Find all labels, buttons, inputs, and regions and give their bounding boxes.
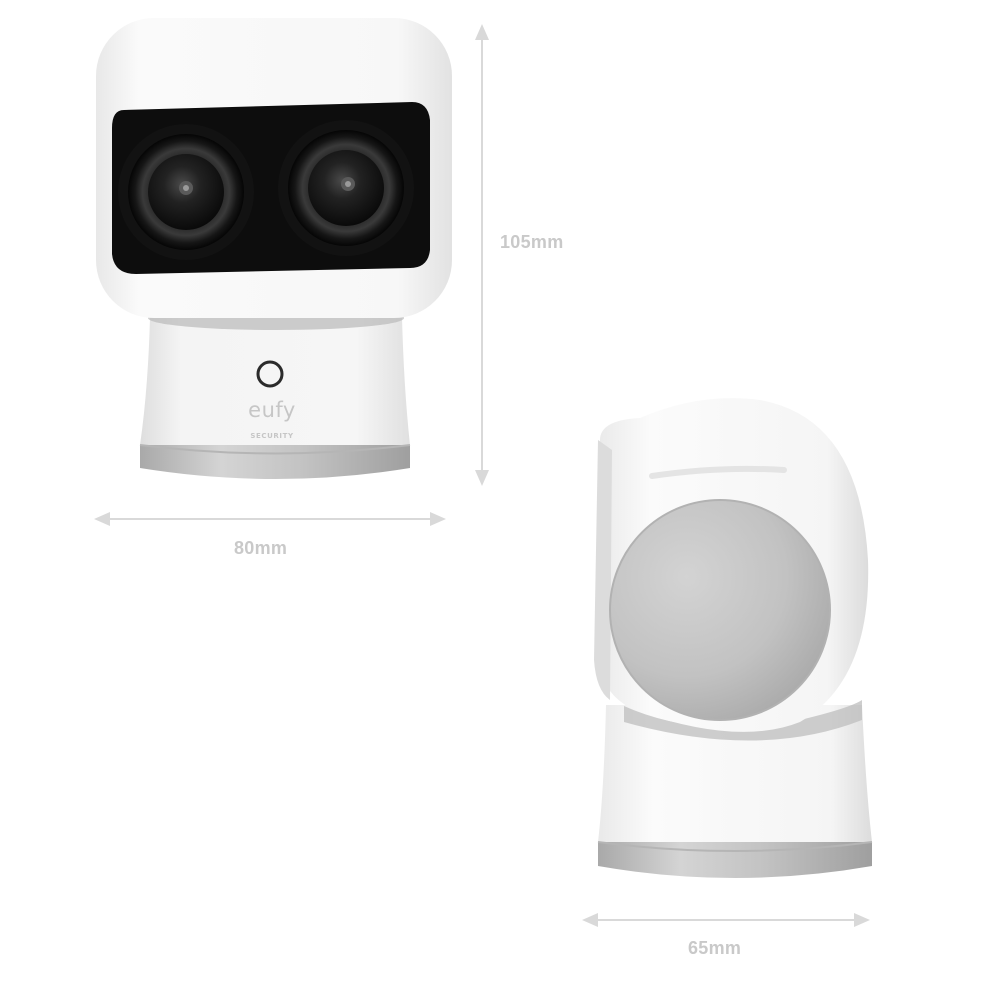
- brand-logo-subtitle: SECURITY: [250, 432, 294, 440]
- front-silver-base: [140, 445, 410, 479]
- side-width-dimension-arrow: [582, 913, 870, 927]
- height-dimension-label: 105mm: [500, 232, 564, 252]
- side-silver-disc: [610, 500, 830, 720]
- front-base-body: [140, 309, 410, 445]
- side-base-body: [598, 705, 872, 842]
- height-dimension-arrow: [475, 24, 489, 486]
- brand-logo: eufy: [248, 398, 296, 422]
- front-width-dimension-label: 80mm: [234, 538, 288, 558]
- side-silver-base: [598, 842, 872, 878]
- front-width-dimension-arrow: [94, 512, 446, 526]
- power-ring-icon: [256, 360, 284, 388]
- side-width-dimension-label: 65mm: [688, 938, 742, 958]
